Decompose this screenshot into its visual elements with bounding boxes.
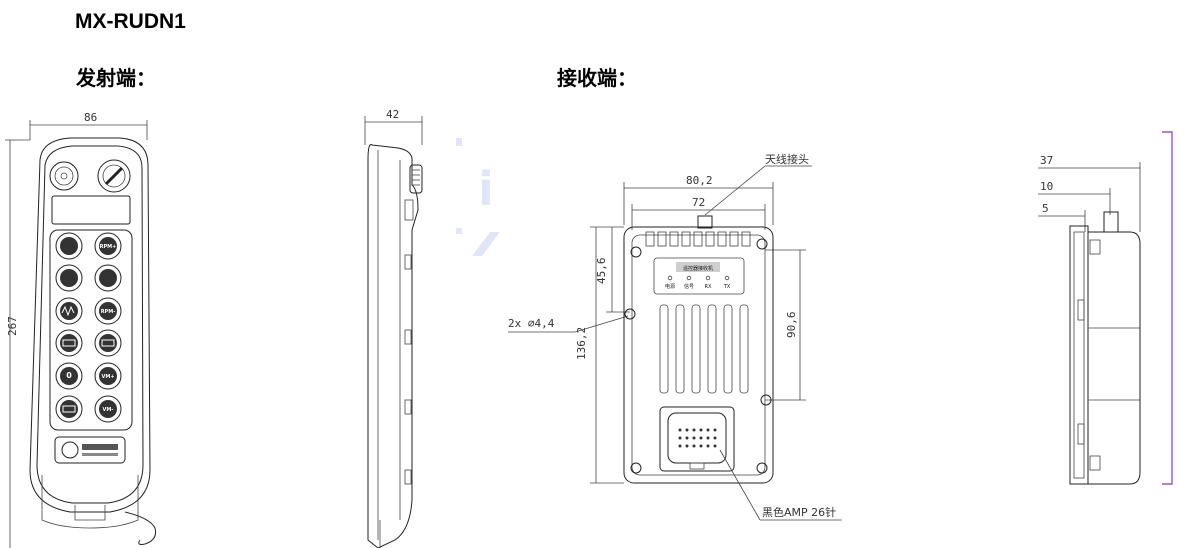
rx-antenna-note: 天线接头 xyxy=(765,152,809,166)
tx-depth-dim: 42 xyxy=(386,108,399,121)
rx-side-dim-2: 10 xyxy=(1040,180,1053,193)
rx-hole-note: 2x ∅4,4 xyxy=(508,317,555,330)
rx-height-right-dim: 90,6 xyxy=(785,312,798,339)
tx-width-dim: 86 xyxy=(84,111,97,124)
tx-button-right-1: RPM+ xyxy=(100,244,117,250)
rx-inner-width-dim: 72 xyxy=(692,196,705,209)
tx-button-right-6: VM- xyxy=(103,407,114,413)
receiver-label: 接收端： xyxy=(557,66,637,90)
tx-button-row-6: VM- xyxy=(55,395,122,423)
rx-height-upper-dim: 45,6 xyxy=(595,258,608,285)
tx-button-row-1: RPM+ xyxy=(55,232,122,260)
tx-logo-plate xyxy=(54,436,126,464)
tx-button-row-3: RPM- xyxy=(55,297,122,325)
tx-button-left-5: 0 xyxy=(66,371,72,380)
accent-bracket xyxy=(1162,131,1173,485)
tx-button-grid: RPM+ RPM- 0 xyxy=(55,232,122,423)
tx-button-row-2 xyxy=(55,264,122,292)
rx-led-tx: TX xyxy=(723,284,731,290)
tx-logo-icon xyxy=(61,441,79,459)
tx-button-row-4 xyxy=(55,329,122,357)
svg-text:i: i xyxy=(478,162,494,216)
watermark: i xyxy=(456,138,500,256)
rx-outer-width-dim: 80,2 xyxy=(686,174,713,187)
transmitter-label: 发射端： xyxy=(76,66,156,90)
rx-height-total-dim: 136,2 xyxy=(575,327,588,360)
rx-side-dim-1: 37 xyxy=(1040,154,1053,167)
transmitter-side-view: 42 xyxy=(364,108,423,548)
transmitter-front-view: 86 267 RPM+ xyxy=(5,111,156,548)
model-title: MX-RUDN1 xyxy=(75,10,186,33)
rx-side-dim-3: 5 xyxy=(1042,202,1049,215)
rx-connector-note: 黑色AMP 26针 xyxy=(762,505,836,519)
rx-panel-title: 遥控器接收机 xyxy=(683,265,713,272)
tx-height-dim: 267 xyxy=(6,316,19,336)
rx-connector xyxy=(659,406,735,472)
tx-button-row-5: 0 VM+ xyxy=(55,362,122,390)
receiver-front-view: 80,2 72 天线接头 136,2 45,6 90,6 2x ∅4,4 xyxy=(508,152,842,521)
rx-led-power: 电源 xyxy=(665,283,675,290)
receiver-side-view: 37 10 5 xyxy=(1038,131,1173,485)
rx-led-signal: 信号 xyxy=(684,283,694,290)
rx-led-rx: RX xyxy=(705,284,712,290)
tx-button-right-3: RPM- xyxy=(101,309,116,315)
tx-button-right-5: VM+ xyxy=(101,374,114,380)
